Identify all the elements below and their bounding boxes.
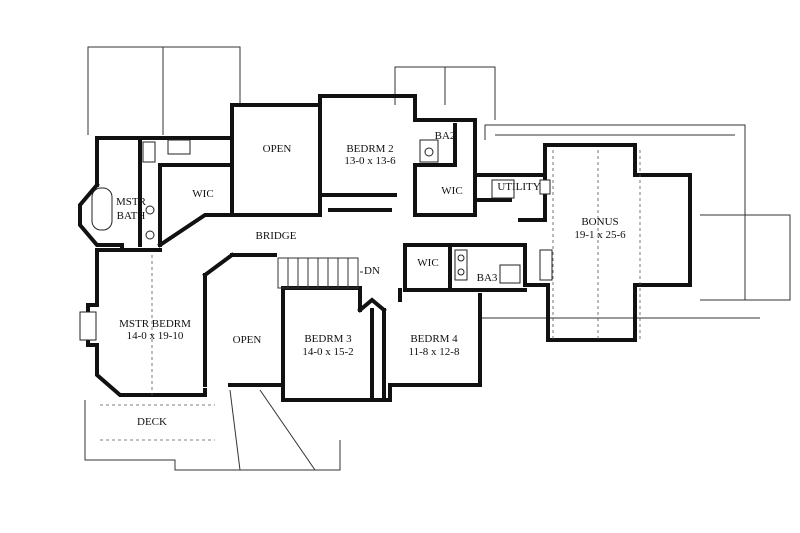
room-bonus-dims: 19-1 x 25-6	[574, 229, 626, 241]
room-open-bottom: OPEN	[233, 334, 262, 346]
room-deck: DECK	[137, 416, 167, 428]
room-bedrm2-name: BEDRM 2	[346, 143, 393, 155]
room-mstr-bath-line2: BATH	[117, 210, 146, 222]
walls	[78, 94, 692, 402]
fixtures	[79, 139, 553, 341]
room-bedrm2-dims: 13-0 x 13-6	[344, 155, 396, 167]
room-wic-top: WIC	[441, 185, 462, 197]
room-ba2: BA2	[435, 130, 456, 142]
stairs-down-label: DN	[364, 265, 380, 277]
room-bridge: BRIDGE	[256, 230, 297, 242]
room-mstr-bedrm-name: MSTR BEDRM	[119, 318, 191, 330]
room-bedrm4-name: BEDRM 4	[410, 333, 458, 345]
stairs	[277, 257, 363, 289]
room-wic-mid: WIC	[417, 257, 438, 269]
roof-lines	[84, 46, 791, 471]
room-bedrm3-dims: 14-0 x 15-2	[302, 346, 353, 358]
room-bonus-name: BONUS	[581, 216, 618, 228]
room-bedrm3-name: BEDRM 3	[304, 333, 352, 345]
dashed-lines	[100, 150, 641, 441]
room-wic-mstr: WIC	[192, 188, 213, 200]
room-labels: OPEN BEDRM 2 13-0 x 13-6 BA2 WIC WIC MST…	[116, 130, 626, 428]
room-mstr-bath-line1: MSTR	[116, 196, 147, 208]
room-ba3: BA3	[477, 272, 498, 284]
room-bedrm4-dims: 11-8 x 12-8	[409, 346, 460, 358]
room-open-top: OPEN	[263, 143, 292, 155]
room-utility: UTILITY	[497, 181, 540, 193]
room-mstr-bedrm-dims: 14-0 x 19-10	[127, 330, 184, 342]
